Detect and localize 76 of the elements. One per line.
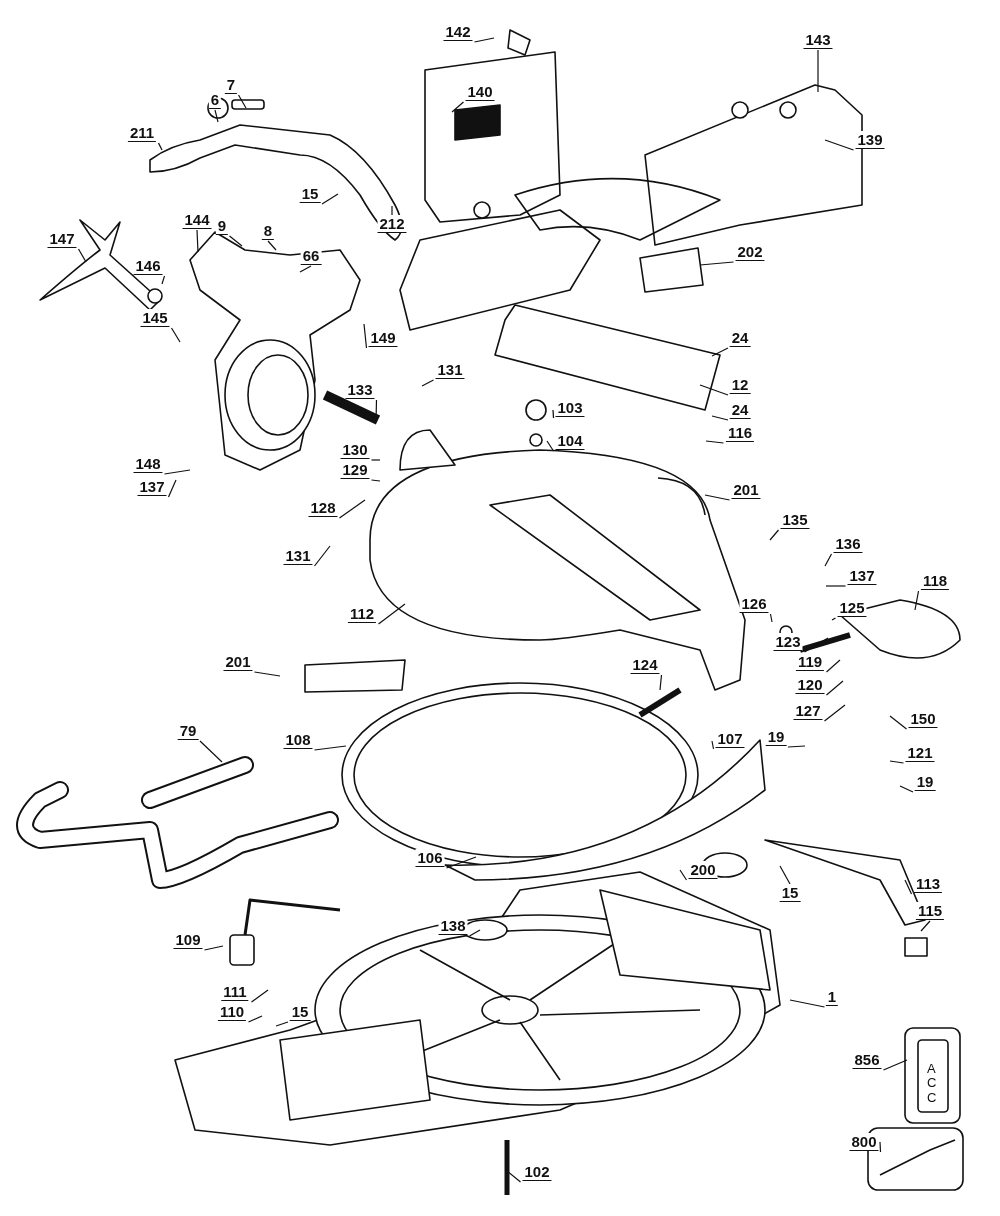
leader-line xyxy=(889,715,908,730)
leader-line xyxy=(391,205,393,216)
leader-line xyxy=(904,879,913,895)
leader-line xyxy=(203,945,224,951)
leader-line xyxy=(445,856,477,869)
leader-line xyxy=(914,590,920,611)
leader-line xyxy=(659,674,663,691)
leader-line xyxy=(803,637,829,653)
leader-line xyxy=(167,479,177,498)
part-label-text: ACC xyxy=(927,1062,938,1105)
callout-number: 212 xyxy=(377,215,407,233)
leader-line xyxy=(247,1015,263,1023)
leader-line xyxy=(711,347,729,357)
leader-line xyxy=(468,929,481,937)
leader-line xyxy=(228,235,243,247)
leader-line xyxy=(789,999,826,1008)
callout-number: 115 xyxy=(915,902,945,920)
leader-line xyxy=(275,1021,289,1027)
leader-line xyxy=(705,440,725,444)
leader-line xyxy=(267,240,277,251)
leader-line xyxy=(920,920,931,932)
callout-number: 123 xyxy=(773,633,803,651)
leader-line xyxy=(157,142,163,151)
leader-line xyxy=(552,409,555,419)
leader-line xyxy=(338,499,366,519)
leader-line xyxy=(769,613,773,623)
leader-line xyxy=(321,193,339,205)
callout-number: 200 xyxy=(688,861,718,879)
leader-line xyxy=(163,469,191,475)
leader-line xyxy=(825,659,841,673)
leader-line xyxy=(787,745,806,748)
leader-line xyxy=(77,248,87,263)
leader-line xyxy=(711,415,729,421)
callout-number: 138 xyxy=(438,917,468,935)
callout-number: 15 xyxy=(779,884,801,902)
leader-line xyxy=(196,229,199,253)
leader-line xyxy=(370,479,381,482)
leader-line xyxy=(170,327,181,343)
leader-line xyxy=(161,275,166,285)
leader-line xyxy=(679,869,688,881)
leader-line xyxy=(370,459,381,461)
leader-line xyxy=(237,94,247,109)
leader-line xyxy=(879,1141,882,1153)
leader-line xyxy=(711,740,715,750)
leader-line xyxy=(199,740,223,763)
leader-line xyxy=(824,139,855,151)
leader-line xyxy=(214,109,219,123)
callout-number: 139 xyxy=(855,131,885,149)
leader-line xyxy=(250,989,269,1003)
callout-number: 800 xyxy=(849,1133,879,1151)
leader-line xyxy=(831,617,837,621)
leader-line xyxy=(889,760,905,764)
leader-line xyxy=(451,101,465,113)
leader-line xyxy=(825,585,847,587)
leader-line xyxy=(363,323,368,349)
leader-line xyxy=(769,529,780,541)
leader-line xyxy=(704,494,731,501)
leader-line xyxy=(421,379,435,387)
leader-line xyxy=(313,545,331,567)
leader-line xyxy=(817,49,819,93)
leader-line xyxy=(899,785,914,793)
leader-line xyxy=(824,553,833,567)
leader-line xyxy=(313,745,347,751)
callout-number: 145 xyxy=(140,309,170,327)
leader-line xyxy=(779,865,791,885)
leader-line xyxy=(377,603,406,625)
leader-line xyxy=(825,680,844,696)
leader-line xyxy=(882,1059,908,1071)
leader-line xyxy=(253,671,281,677)
leader-line xyxy=(473,37,495,43)
leader-line xyxy=(299,265,312,273)
leader-line xyxy=(699,261,735,266)
leader-line xyxy=(699,384,729,396)
leader-line xyxy=(823,704,846,722)
leader-line xyxy=(546,440,555,452)
callout-number: 106 xyxy=(415,849,445,867)
